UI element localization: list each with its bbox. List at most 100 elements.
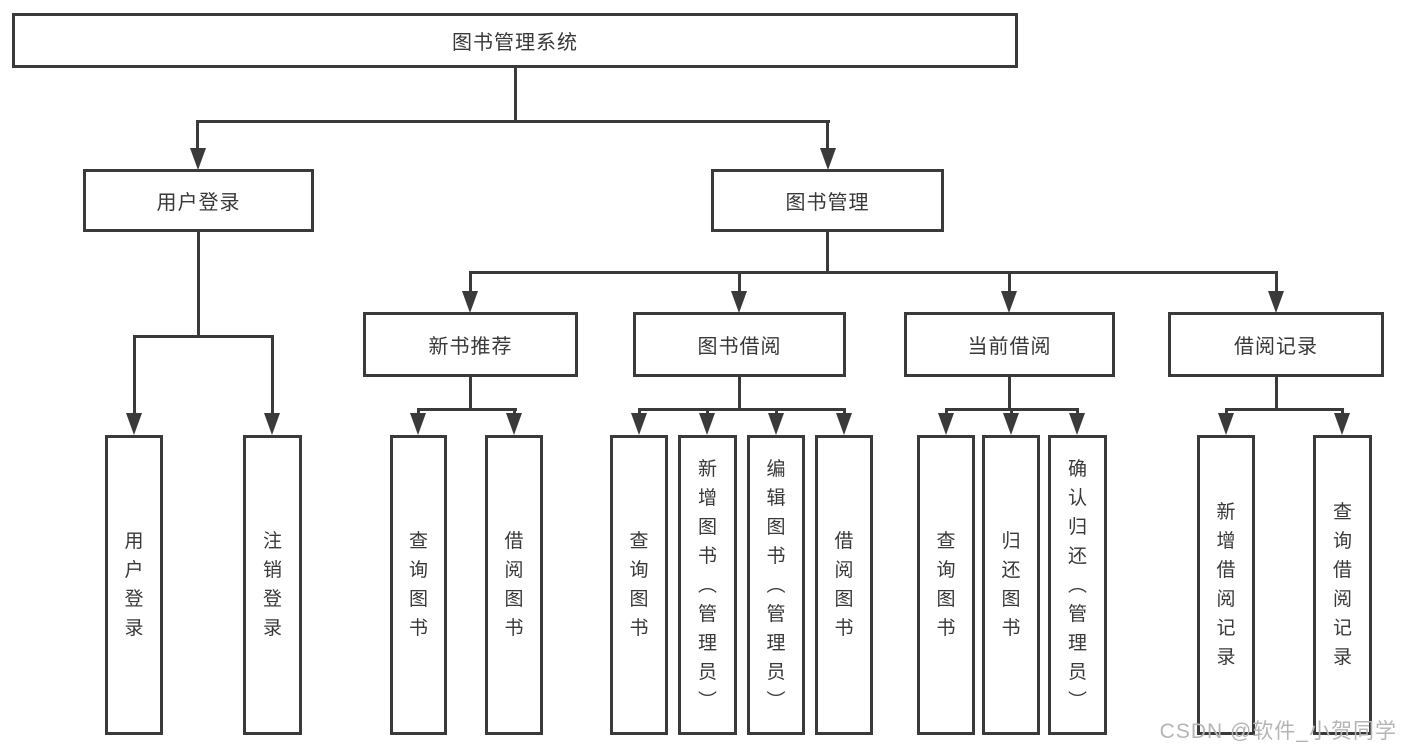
node-borrow-records-label: 借阅记录 <box>1234 336 1318 358</box>
vertical-char: 借 <box>834 531 854 552</box>
node-borrow-records: 借阅记录 <box>1168 312 1384 377</box>
leaf-logout-label: 注销登录 <box>263 527 282 643</box>
connector-current-drop-2 <box>1010 408 1013 417</box>
vertical-char: 借 <box>1216 560 1236 581</box>
vertical-char: ︵ <box>766 574 786 596</box>
connector-root-rail <box>196 120 830 123</box>
connector-recommend-stem <box>469 377 472 410</box>
arrowhead-recommend-query-books <box>410 413 426 435</box>
vertical-char: 用 <box>124 531 144 552</box>
connector-recommend-drop-2 <box>513 408 516 417</box>
vertical-char: 管 <box>697 603 717 625</box>
connector-bookmgmt-drop-3 <box>1008 271 1011 293</box>
node-root: 图书管理系统 <box>12 13 1018 68</box>
vertical-char: 辑 <box>766 487 786 509</box>
vertical-char: 还 <box>1001 560 1021 581</box>
vertical-char: 认 <box>1067 487 1087 509</box>
vertical-char: 书 <box>697 545 717 567</box>
vertical-char: 书 <box>834 618 854 639</box>
vertical-char: 还 <box>1067 545 1087 567</box>
leaf-current-return-books-label: 归还图书 <box>1001 527 1020 643</box>
vertical-char: 理 <box>1067 632 1087 654</box>
vertical-char: 书 <box>936 618 956 639</box>
vertical-char: 阅 <box>834 560 854 581</box>
vertical-char: 图 <box>936 589 956 610</box>
arrowhead-book-borrow <box>731 291 747 313</box>
connector-bookmgmt-stem <box>826 232 829 273</box>
vertical-char: 编 <box>766 458 786 480</box>
vertical-char: 书 <box>766 545 786 567</box>
vertical-char: 图 <box>504 589 524 610</box>
vertical-char: 管 <box>766 603 786 625</box>
node-user-login-label: 用户登录 <box>156 192 241 214</box>
leaf-user-login: 用户登录 <box>105 435 163 735</box>
connector-userlogin-stem <box>197 232 200 337</box>
vertical-char: 户 <box>124 560 144 581</box>
arrowhead-borrow-records <box>1268 291 1284 313</box>
vertical-char: 归 <box>1067 516 1087 538</box>
arrowhead-current-confirm-return <box>1069 413 1085 435</box>
vertical-char: 借 <box>1332 560 1352 581</box>
vertical-char: 图 <box>766 516 786 538</box>
vertical-char: 图 <box>629 589 649 610</box>
leaf-borrow-borrow-books-label: 借阅图书 <box>834 527 853 643</box>
arrowhead-current-return-books <box>1003 413 1019 435</box>
vertical-char: ︶ <box>1067 690 1087 712</box>
vertical-char: ︶ <box>766 690 786 712</box>
connector-borrow-stem <box>738 377 741 410</box>
vertical-char: 管 <box>1067 603 1087 625</box>
vertical-char: 登 <box>262 589 282 610</box>
connector-recommend-rail <box>417 408 517 411</box>
watermark: CSDN @软件_小贺同学 <box>1159 720 1397 743</box>
leaf-borrow-add-books-admin-label: 新增图书︵管理员︶ <box>698 455 717 716</box>
connector-userlogin-drop-1 <box>133 335 136 415</box>
vertical-char: 阅 <box>1332 589 1352 610</box>
leaf-recommend-borrow-books-label: 借阅图书 <box>504 527 523 643</box>
vertical-char: 询 <box>408 560 428 581</box>
vertical-char: 阅 <box>504 560 524 581</box>
leaf-current-return-books: 归还图书 <box>982 435 1040 735</box>
vertical-char: 录 <box>124 618 144 639</box>
connector-root-stem <box>514 66 517 123</box>
arrowhead-borrow-add-books <box>699 413 715 435</box>
arrowhead-borrow-query-books <box>631 413 647 435</box>
arrowhead-user-login <box>190 148 206 170</box>
connector-borrow-drop-1 <box>638 408 641 417</box>
connector-bookmgmt-rail <box>469 271 1278 274</box>
vertical-char: ︶ <box>697 690 717 712</box>
vertical-char: ︵ <box>697 574 717 596</box>
node-root-label: 图书管理系统 <box>452 32 578 54</box>
vertical-char: 增 <box>697 487 717 509</box>
vertical-char: 销 <box>262 560 282 581</box>
arrowhead-records-query-record <box>1334 413 1350 435</box>
vertical-char: 登 <box>124 589 144 610</box>
leaf-current-query-books-label: 查询图书 <box>936 527 955 643</box>
arrowhead-leaf-logout <box>264 413 280 435</box>
leaf-borrow-query-books: 查询图书 <box>610 435 668 735</box>
leaf-logout: 注销登录 <box>243 435 302 735</box>
vertical-char: 查 <box>629 531 649 552</box>
leaf-borrow-edit-books-admin-label: 编辑图书︵管理员︶ <box>766 455 785 716</box>
node-user-login: 用户登录 <box>83 169 314 232</box>
connector-bookmgmt-drop-2 <box>738 271 741 293</box>
node-book-borrow: 图书借阅 <box>633 312 846 377</box>
leaf-borrow-borrow-books: 借阅图书 <box>815 435 873 735</box>
connector-current-drop-1 <box>945 408 948 417</box>
arrowhead-leaf-user-login <box>126 413 142 435</box>
vertical-char: 查 <box>1332 502 1352 523</box>
node-new-book-recommend-label: 新书推荐 <box>428 336 513 358</box>
vertical-char: 确 <box>1067 458 1087 480</box>
arrowhead-borrow-edit-books <box>768 413 784 435</box>
vertical-char: ︵ <box>1067 574 1087 596</box>
node-book-management-label: 图书管理 <box>785 192 870 214</box>
connector-records-drop-1 <box>1225 408 1228 417</box>
connector-current-stem <box>1008 377 1011 410</box>
leaf-recommend-query-books-label: 查询图书 <box>409 527 428 643</box>
vertical-char: 员 <box>1067 661 1087 683</box>
connector-userlogin-rail <box>133 335 274 338</box>
vertical-char: 记 <box>1332 618 1352 639</box>
node-current-borrow-label: 当前借阅 <box>967 336 1052 358</box>
vertical-char: 阅 <box>1216 589 1236 610</box>
leaf-current-query-books: 查询图书 <box>917 435 975 735</box>
vertical-char: 询 <box>1332 531 1352 552</box>
